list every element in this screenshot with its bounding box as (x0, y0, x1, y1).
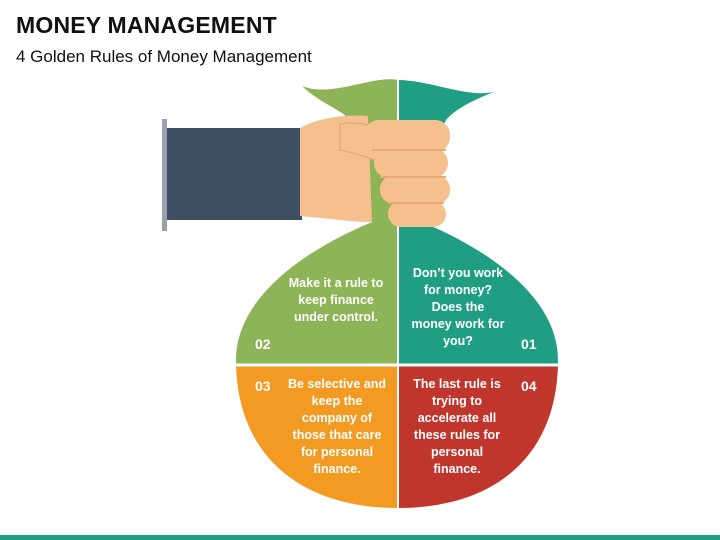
quadrant-04-number: 04 (521, 378, 537, 394)
finger-4 (388, 201, 446, 227)
bottom-accent-bar (0, 535, 720, 540)
page-title: MONEY MANAGEMENT (16, 12, 277, 38)
quadrant-02-number: 02 (255, 336, 271, 352)
cuff (162, 119, 167, 231)
quadrant-02-text: Make it a rule to keep finance under con… (288, 276, 384, 324)
page-subtitle: 4 Golden Rules of Money Management (16, 47, 312, 66)
quadrant-01-number: 01 (521, 336, 537, 352)
finger-2 (374, 148, 448, 178)
quadrant-01-text: Don’t you work for money? Does the money… (411, 266, 505, 348)
finger-3 (380, 175, 450, 204)
quadrant-03-text: Be selective and keep the company of tho… (288, 377, 386, 476)
sleeve (167, 128, 302, 220)
quadrant-04-text: The last rule is trying to accelerate al… (413, 377, 501, 476)
quadrant-03-number: 03 (255, 378, 271, 394)
finger-1 (364, 120, 450, 152)
hand-icon (162, 115, 450, 231)
